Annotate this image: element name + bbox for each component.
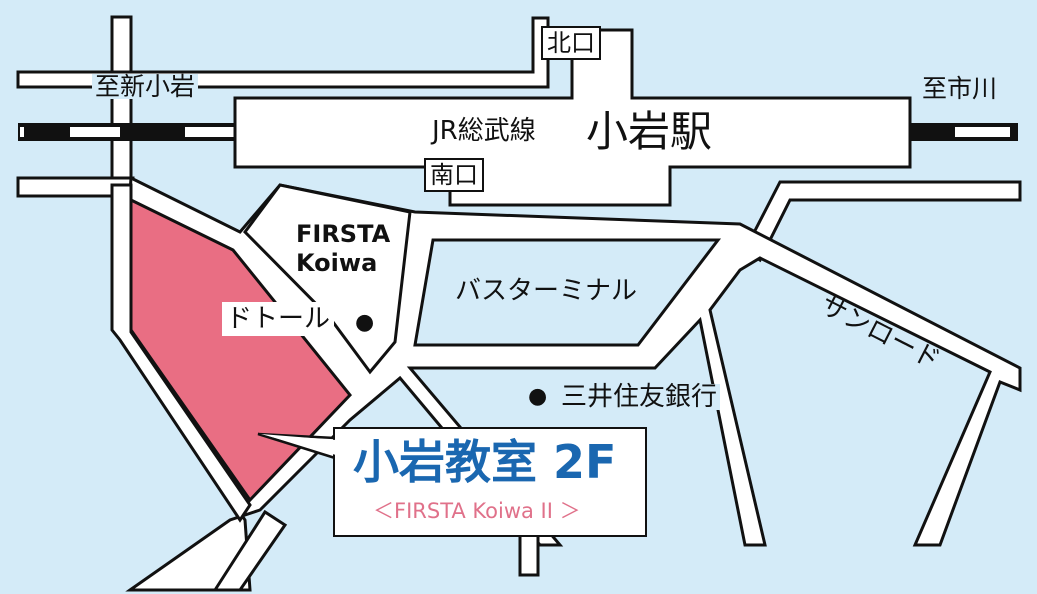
direction-east-label: 至市川 xyxy=(922,74,998,103)
firsta-label-line1: FIRSTA xyxy=(296,220,391,248)
road-vertical-west xyxy=(110,15,133,189)
bank-marker-icon: ● xyxy=(528,384,548,409)
destination-title: 小岩教室 2F xyxy=(353,435,617,489)
south-exit-label: 南口 xyxy=(424,158,484,192)
bank-label: 三井住友銀行 xyxy=(558,384,721,410)
doutor-marker-icon: ● xyxy=(355,310,375,335)
destination-callout: 小岩教室 2F ＜FIRSTA Koiwa II ＞ xyxy=(333,427,647,537)
doutor-label: ドトール xyxy=(222,302,335,336)
road-southwest xyxy=(212,509,288,592)
firsta-label-line2: Koiwa xyxy=(296,249,378,277)
bus-terminal-label: バスターミナル xyxy=(455,276,638,306)
station-name-label: 小岩駅 xyxy=(586,107,713,156)
direction-west-label: 至新小岩 xyxy=(92,74,199,99)
road-north xyxy=(16,16,550,89)
destination-subtitle: ＜FIRSTA Koiwa II ＞ xyxy=(373,499,581,523)
north-exit-label: 北口 xyxy=(541,26,601,60)
line-name-label: JR総武線 xyxy=(432,116,536,146)
bus-terminal-area xyxy=(413,238,722,347)
